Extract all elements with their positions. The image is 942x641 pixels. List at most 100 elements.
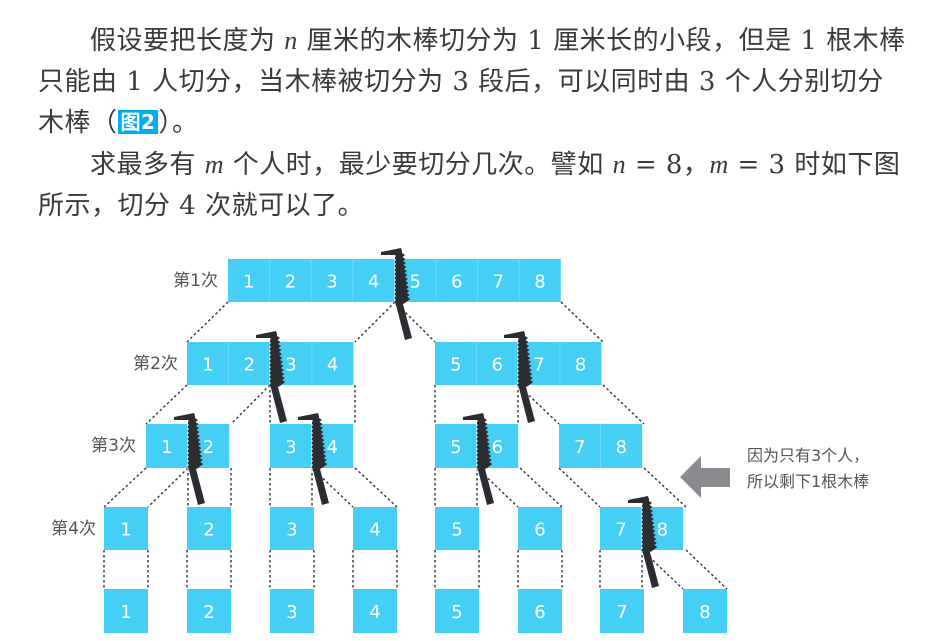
left-arrow-icon — [680, 456, 730, 498]
cell-number: 6 — [451, 272, 462, 293]
stick-segment — [683, 589, 727, 633]
variable-n: n — [612, 150, 627, 179]
stick-segment — [353, 589, 397, 633]
row-label-2: 第2次 — [133, 353, 178, 374]
note-line-2: 所以剩下1根木棒 — [747, 472, 870, 491]
dotted-guide — [519, 467, 563, 508]
row-label-1: 第1次 — [173, 270, 218, 291]
stick-segment — [270, 507, 314, 550]
cell-number: 1 — [120, 602, 131, 623]
cell-number: 2 — [244, 355, 255, 376]
stick-segment — [435, 507, 479, 550]
dotted-guide — [103, 467, 147, 508]
dotted-guide — [230, 384, 271, 425]
dotted-guide — [476, 467, 519, 508]
cell-number: 8 — [534, 272, 545, 293]
dotted-guide — [145, 384, 188, 425]
stick-segment — [270, 589, 314, 633]
cell-number: 1 — [161, 437, 172, 458]
cell-number: 5 — [451, 602, 462, 623]
cell-number: 3 — [326, 272, 337, 293]
cell-number: 7 — [493, 272, 504, 293]
dotted-guide — [517, 384, 560, 425]
stick-segment — [353, 507, 397, 550]
stick-segment — [435, 589, 479, 633]
cell-number: 7 — [533, 355, 544, 376]
dotted-guide — [685, 549, 728, 590]
note-text: 因为只有3个人， 所以剩下1根木棒 — [747, 443, 869, 495]
figure-reference-badge[interactable]: 图2 — [117, 110, 159, 134]
row-label-3: 第3次 — [91, 436, 136, 456]
saw-icon — [628, 496, 659, 588]
saw-icon — [256, 331, 287, 423]
cell-number: 2 — [203, 437, 214, 458]
dotted-guide — [602, 384, 645, 425]
cell-number: 7 — [615, 520, 626, 541]
cell-number: 5 — [450, 437, 461, 458]
dotted-guide — [643, 467, 687, 508]
dotted-guide — [186, 301, 229, 343]
variable-m: m — [709, 150, 729, 179]
row-label-4: 第4次 — [51, 518, 96, 539]
cell-number: 8 — [699, 602, 710, 623]
stick-segment — [518, 589, 562, 633]
variable-m: m — [204, 150, 225, 179]
cell-number: 5 — [451, 520, 462, 541]
paragraph-2: 求最多有 m 个人时，最少要切分几次。譬如 n = 8，m = 3 时如下图所示… — [38, 144, 908, 227]
cell-number: 2 — [203, 602, 214, 623]
dotted-guide-lines — [103, 301, 728, 590]
dotted-guide — [641, 549, 684, 590]
dotted-guide — [311, 467, 354, 508]
cell-number: 3 — [286, 520, 297, 541]
dotted-guide — [394, 301, 436, 343]
cell-number: 1 — [243, 272, 254, 293]
cell-number: 6 — [492, 355, 503, 376]
stick-segment — [104, 507, 148, 550]
text-segment: 求最多有 — [90, 150, 205, 180]
saw-icon — [298, 413, 329, 505]
variable-n: n — [284, 26, 298, 55]
cell-number: 1 — [202, 355, 213, 376]
problem-text: 假设要把长度为 n 厘米的木棒切分为 1 厘米长的小段，但是 1 根木棒只能由 … — [38, 20, 908, 227]
cell-number: 7 — [574, 437, 585, 458]
dotted-guide — [354, 301, 396, 343]
text-segment: 假设要把长度为 — [90, 26, 285, 56]
cell-number: 8 — [575, 355, 586, 376]
cell-number: 6 — [492, 437, 503, 458]
cell-number: 3 — [285, 437, 296, 458]
text-segment: 厘米的木棒切分为 1 厘米长的小段，但是 1 根木棒只能由 1 人切分，当木棒被… — [38, 26, 906, 138]
text-segment: = 8， — [626, 150, 710, 180]
cell-number: 8 — [657, 520, 668, 541]
dotted-guide — [354, 467, 398, 508]
cell-number: 4 — [368, 272, 379, 293]
cell-number: 3 — [286, 602, 297, 623]
note-line-1: 因为只有3个人， — [747, 446, 870, 465]
cell-number: 5 — [409, 272, 420, 293]
cell-number: 6 — [534, 520, 545, 541]
cell-number: 4 — [369, 602, 380, 623]
saw-icon — [174, 413, 205, 505]
cell-number: 4 — [369, 520, 380, 541]
text-segment: = 3 时如下图所示，切分 4 次就可以了。 — [38, 150, 901, 221]
paragraph-1: 假设要把长度为 n 厘米的木棒切分为 1 厘米长的小段，但是 1 根木棒只能由 … — [38, 20, 908, 144]
cell-number: 6 — [534, 602, 545, 623]
stick-segment — [600, 589, 644, 633]
cell-number: 1 — [120, 520, 131, 541]
stick-segment — [187, 507, 231, 550]
text-segment: 个人时，最少要切分几次。譬如 — [224, 150, 613, 180]
dotted-guide — [147, 467, 189, 508]
saw-icon — [463, 413, 494, 505]
stick-segment — [104, 589, 148, 633]
cell-number: 4 — [327, 355, 338, 376]
text-segment: ）。 — [158, 108, 199, 138]
cell-number: 8 — [616, 437, 627, 458]
saw-icon — [381, 248, 412, 340]
dotted-guide — [558, 467, 601, 508]
